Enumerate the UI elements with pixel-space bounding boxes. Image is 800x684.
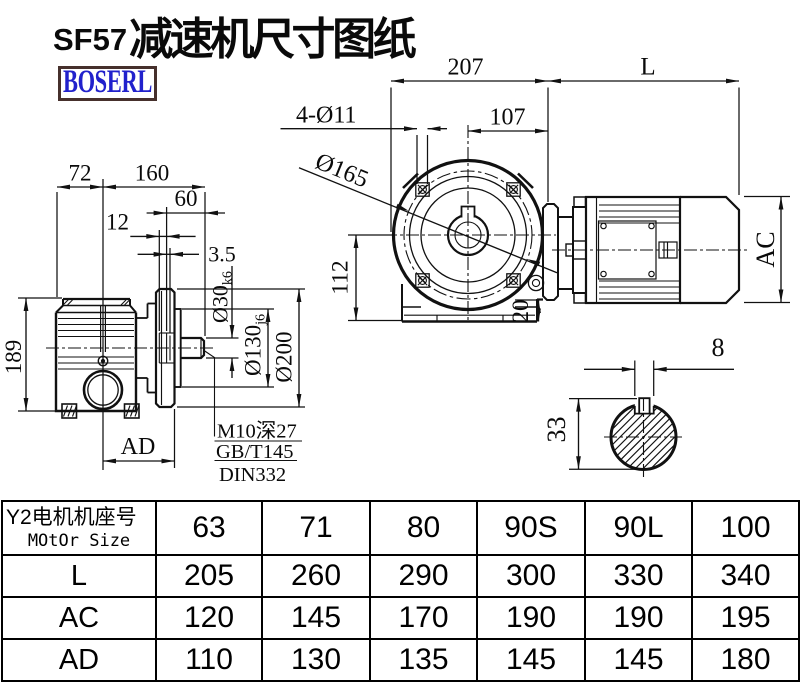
page-title: SF57 减速机尺寸图纸 xyxy=(53,0,417,64)
table-value: 340 xyxy=(691,554,800,598)
front-view-dims: 207 L 107 4-Ø11 Ø165 112 20 AC xyxy=(280,54,790,323)
dim-4xdia11: 4-Ø11 xyxy=(296,103,356,129)
dim-AC: AC xyxy=(751,231,780,267)
table-header-size: 63 xyxy=(155,500,263,556)
dim-L: L xyxy=(640,54,655,81)
dim-107: 107 xyxy=(490,105,526,131)
table-value: 110 xyxy=(155,638,263,682)
table-value: 260 xyxy=(261,554,371,598)
dim-dia200: Ø200 xyxy=(272,331,297,382)
dim-8: 8 xyxy=(712,333,725,362)
table-value: 190 xyxy=(476,596,586,640)
dim-dia30: Ø30k6 xyxy=(208,271,236,323)
table-row-label: AD xyxy=(1,638,157,682)
dim-60: 60 xyxy=(175,186,198,211)
dim-33: 33 xyxy=(542,417,571,443)
table-value: 290 xyxy=(369,554,478,598)
dim-dia130: Ø130j6 xyxy=(241,314,269,376)
shaft-section-dims: 8 33 xyxy=(542,333,734,470)
table-row-label: AC xyxy=(1,596,157,640)
table-value: 330 xyxy=(584,554,693,598)
table-value: 145 xyxy=(476,638,586,682)
technical-drawing: 72 160 60 12 3.5 189 AD Ø30k6 Ø130j6 Ø20… xyxy=(1,54,790,486)
table-value: 130 xyxy=(261,638,371,682)
table-value: 180 xyxy=(691,638,800,682)
table-value: 300 xyxy=(476,554,586,598)
shaft-section-part xyxy=(604,397,682,478)
dim-3-5: 3.5 xyxy=(208,242,236,267)
note-thread: M10深27 xyxy=(217,420,297,443)
dim-20: 20 xyxy=(508,300,533,323)
side-view: 72 160 60 12 3.5 189 AD Ø30k6 Ø130j6 Ø20… xyxy=(1,161,305,486)
dim-AD: AD xyxy=(121,434,156,460)
dim-160: 160 xyxy=(135,161,170,186)
table-value: 145 xyxy=(261,596,371,640)
dim-207: 207 xyxy=(448,55,484,81)
table-value: 145 xyxy=(584,638,693,682)
table-header-size: 90L xyxy=(584,500,693,556)
table-header-size: 90S xyxy=(476,500,586,556)
brand-logo-text: BOSERL xyxy=(63,66,153,100)
dim-189: 189 xyxy=(1,340,26,375)
front-view-part xyxy=(384,125,748,323)
table-header-size: 71 xyxy=(261,500,371,556)
table-value: 170 xyxy=(369,596,478,640)
table-row-label: L xyxy=(1,554,157,598)
dim-112: 112 xyxy=(328,260,354,294)
table-value: 190 xyxy=(584,596,693,640)
table-value: 205 xyxy=(155,554,263,598)
shaft-section-view: 8 33 xyxy=(542,333,734,478)
dim-dia165: Ø165 xyxy=(312,148,373,194)
header-label-zh: Y2电机机座号 xyxy=(6,505,137,529)
title-text: 减速机尺寸图纸 xyxy=(129,14,417,64)
header-label-en: MOtOr Size xyxy=(27,530,131,551)
note-din: DIN332 xyxy=(219,464,286,486)
brand-logo: BOSERL xyxy=(58,66,157,101)
note-gb: GB/T145 xyxy=(216,441,293,463)
table-value: 120 xyxy=(155,596,263,640)
table-value: 195 xyxy=(691,596,800,640)
title-model: SF57 xyxy=(53,22,128,57)
table-value: 135 xyxy=(369,638,478,682)
table-header-size: 100 xyxy=(691,500,800,556)
dim-12: 12 xyxy=(106,210,129,235)
table-header-size: 80 xyxy=(369,500,478,556)
dim-72: 72 xyxy=(69,161,92,186)
side-view-part xyxy=(46,287,216,419)
side-view-dims: 72 160 60 12 3.5 189 AD Ø30k6 Ø130j6 Ø20… xyxy=(1,161,305,486)
front-view: 207 L 107 4-Ø11 Ø165 112 20 AC xyxy=(280,54,790,323)
